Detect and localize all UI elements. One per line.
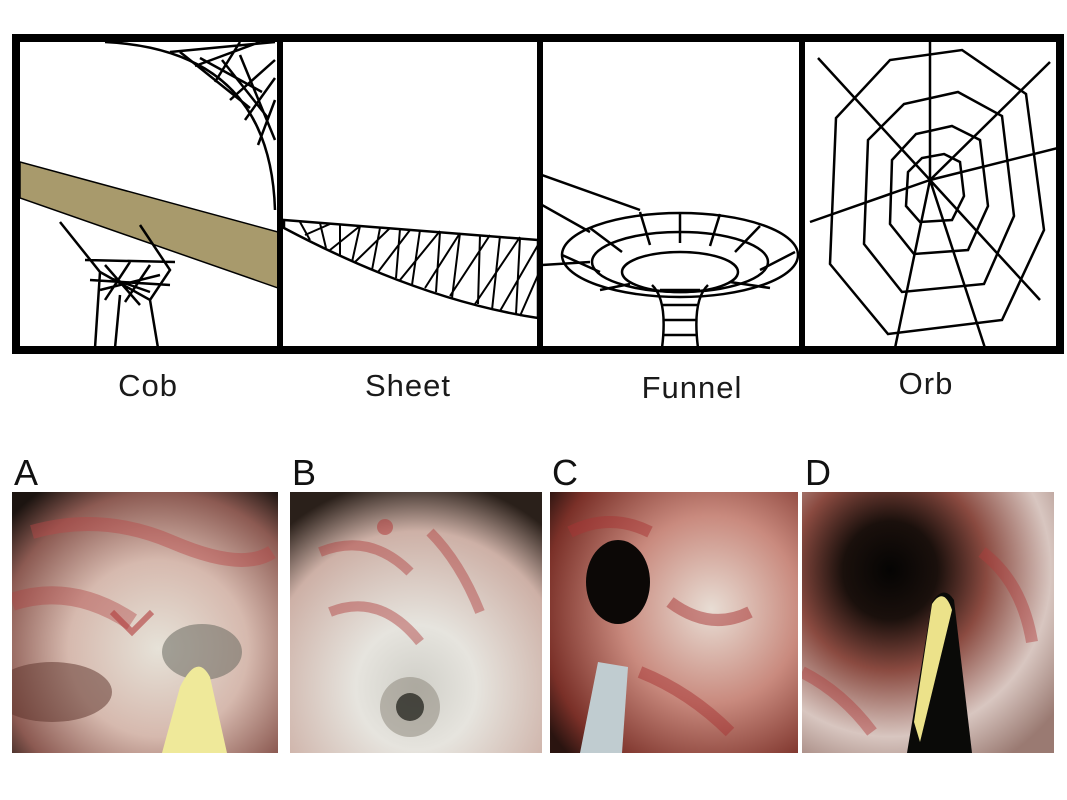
photo-letter-a: A bbox=[14, 452, 39, 493]
funnel-web-drawing bbox=[542, 173, 800, 348]
cob-web-drawing bbox=[20, 42, 278, 348]
web-label-sheet: Sheet bbox=[364, 368, 451, 403]
photo-c bbox=[550, 492, 798, 753]
web-label-cob: Cob bbox=[118, 368, 178, 403]
photo-letter-b: B bbox=[292, 452, 317, 493]
instrument-tip bbox=[162, 666, 227, 753]
photo-b bbox=[290, 492, 542, 753]
orb-web-drawing bbox=[809, 42, 1058, 348]
instrument-tip bbox=[914, 596, 952, 742]
photo-d bbox=[802, 492, 1054, 753]
web-panel-frames bbox=[12, 34, 1064, 354]
web-types-strip bbox=[12, 34, 1064, 354]
photo-letter-d: D bbox=[805, 452, 831, 493]
instrument-blade bbox=[580, 662, 628, 753]
web-label-orb: Orb bbox=[898, 366, 954, 401]
photo-a bbox=[12, 492, 278, 753]
web-label-funnel: Funnel bbox=[641, 370, 743, 405]
photo-letter-c: C bbox=[552, 452, 578, 493]
sheet-web-drawing bbox=[282, 218, 538, 320]
